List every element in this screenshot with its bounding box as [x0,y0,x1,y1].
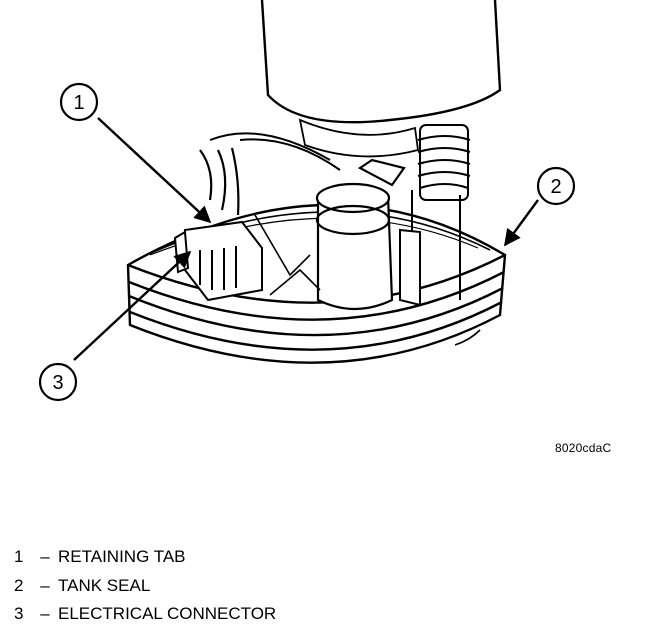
tank-seal-ring [126,203,507,364]
legend-number: 1 [14,547,24,566]
legend-label: ELECTRICAL CONNECTOR [58,604,277,623]
pump-cylinder [260,0,502,158]
fuel-pump-module-illustration: 1 2 3 [38,0,576,402]
reservoir-housing [315,158,406,310]
legend-dash: – [40,604,50,623]
electrical-connector [173,132,341,302]
pump-spring [399,124,471,307]
callout-circle [38,362,78,402]
callout-3: 3 [38,362,78,402]
legend-list: 1–RETAINING TAB 2–TANK SEAL 3–ELECTRICAL… [14,543,276,629]
legend-dash: – [40,575,50,595]
legend-item: 1–RETAINING TAB [14,543,276,572]
callout-number: 3 [52,372,63,394]
module-internal-parts [254,214,481,346]
callout-number: 1 [73,92,84,114]
legend-label: RETAINING TAB [58,547,186,566]
figure-code: 8020cdaC [555,441,612,455]
legend-number: 2 [14,575,24,595]
callout-number: 2 [550,176,561,198]
legend-label: TANK SEAL [58,575,151,595]
legend-item: 2–TANK SEAL [14,572,276,601]
callout-circle [59,82,99,122]
callout-circle [536,166,576,206]
legend-item: 3–ELECTRICAL CONNECTOR [14,600,276,629]
callout-1: 1 [59,82,99,122]
callout-2: 2 [536,166,576,206]
callout-leader-lines [73,117,539,361]
legend-dash: – [40,547,50,566]
legend-number: 3 [14,604,24,623]
